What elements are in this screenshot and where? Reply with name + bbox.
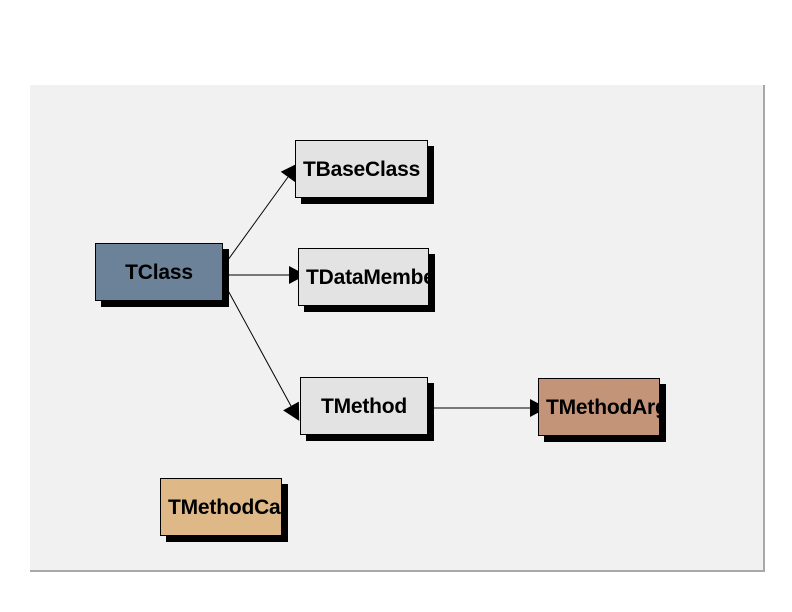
node-tbaseclass[interactable]: TBaseClass — [295, 140, 428, 198]
arrowhead-tclass-to-tmethod — [283, 401, 300, 421]
diagram-edges-layer — [224, 163, 547, 421]
edge-group — [224, 163, 547, 421]
edge-tclass-to-tbaseclass — [224, 176, 289, 265]
arrowhead-tclass-to-tdatamember — [289, 266, 306, 284]
node-tclass[interactable]: TClass — [95, 243, 223, 301]
node-tmethod[interactable]: TMethod — [300, 377, 428, 435]
node-tmethodcall[interactable]: TMethodCall — [160, 478, 282, 536]
node-tclass-label: TClass — [125, 260, 193, 284]
node-tmethodcall-label: TMethodCall — [168, 495, 282, 519]
arrowhead-tclass-to-tbaseclass — [280, 163, 298, 183]
node-tdatamember[interactable]: TDataMember — [298, 248, 429, 306]
node-tmethodarg-label: TMethodArg — [546, 395, 660, 419]
node-tbaseclass-label: TBaseClass — [303, 157, 421, 181]
diagram-canvas: TClass TBaseClass TDataMember TMethod TM… — [30, 85, 765, 572]
node-tmethod-label: TMethod — [320, 394, 408, 418]
node-tdatamember-label: TDataMember — [306, 265, 428, 289]
node-tmethodarg[interactable]: TMethodArg — [538, 378, 660, 436]
edge-tclass-to-tmethod — [224, 284, 292, 407]
